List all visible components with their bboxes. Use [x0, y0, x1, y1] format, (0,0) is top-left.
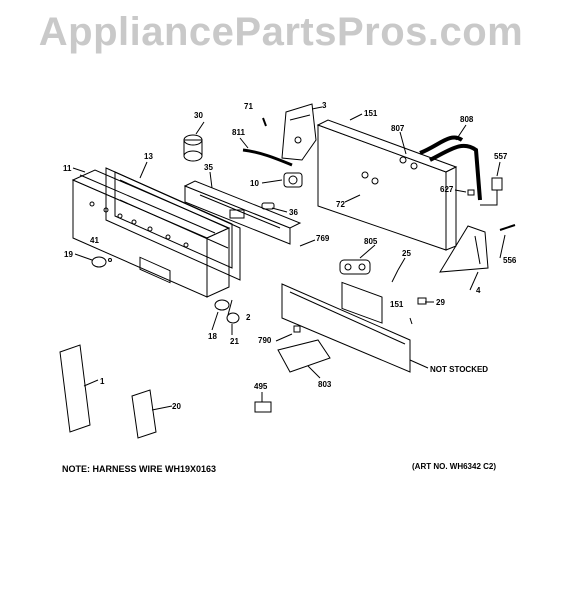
callout-19: 19	[64, 250, 73, 259]
callout-11: 11	[63, 164, 72, 173]
callout-41: 41	[90, 236, 99, 245]
valve-805-part	[339, 259, 371, 275]
part-495	[254, 401, 272, 413]
not-stocked-label: NOT STOCKED	[430, 365, 488, 374]
callout-35: 35	[204, 163, 213, 172]
washer-807-part	[399, 156, 407, 164]
callout-805: 805	[364, 237, 378, 246]
knob-21-part	[226, 312, 240, 324]
callout-36: 36	[289, 208, 298, 217]
callout-769: 769	[316, 234, 330, 243]
callout-72: 72	[336, 200, 345, 209]
relief-556-part	[499, 224, 516, 231]
callout-29: 29	[436, 298, 445, 307]
callout-811: 811	[232, 128, 245, 137]
part-29	[417, 297, 427, 305]
part-627	[467, 189, 475, 196]
callout-627: 627	[440, 185, 454, 194]
callout-151a: 151	[364, 109, 378, 118]
capacitor-part	[183, 134, 203, 162]
callout-151b: 151	[390, 300, 404, 309]
document-1-part	[59, 344, 91, 433]
screw-71-part	[262, 117, 267, 127]
callout-807: 807	[391, 124, 405, 133]
callout-556: 556	[503, 256, 517, 265]
watermark: AppliancePartsPros.com	[38, 10, 524, 54]
knob-18-part	[214, 299, 230, 311]
callout-20: 20	[172, 402, 181, 411]
callout-18: 18	[208, 332, 217, 341]
callout-25: 25	[402, 249, 411, 258]
document-20-part	[131, 389, 157, 439]
cover-channel-part	[281, 283, 411, 373]
callout-13: 13	[144, 152, 153, 161]
callout-803: 803	[318, 380, 332, 389]
panel-frame-part	[105, 167, 241, 284]
callout-2: 2	[246, 313, 251, 322]
callout-790: 790	[258, 336, 272, 345]
callout-808: 808	[460, 115, 474, 124]
part-25	[391, 269, 399, 283]
callout-71: 71	[244, 102, 253, 111]
callout-4: 4	[476, 286, 481, 295]
housing-803-part	[277, 325, 331, 373]
callout-21: 21	[230, 337, 239, 346]
side-bracket-4-part	[439, 225, 489, 273]
callout-30: 30	[194, 111, 203, 120]
screw-151-part	[409, 317, 413, 325]
callout-10: 10	[250, 179, 259, 188]
art-number: (ART NO. WH6342 C2)	[412, 462, 497, 471]
callout-495: 495	[254, 382, 268, 391]
harness-note: NOTE: HARNESS WIRE WH19X0163	[62, 464, 217, 474]
plug-557-part	[480, 177, 503, 206]
callout-1: 1	[100, 377, 105, 386]
control-board-part	[183, 180, 302, 245]
wire-811-part	[242, 148, 293, 167]
clip-36-part	[261, 202, 275, 210]
back-panel-part	[316, 119, 458, 324]
callout-3: 3	[322, 101, 327, 110]
hose-808-part	[429, 143, 482, 201]
switch-10-part	[283, 172, 303, 188]
callout-557: 557	[494, 152, 508, 161]
bracket-3-part	[281, 103, 317, 161]
knob-19-part	[91, 256, 107, 268]
